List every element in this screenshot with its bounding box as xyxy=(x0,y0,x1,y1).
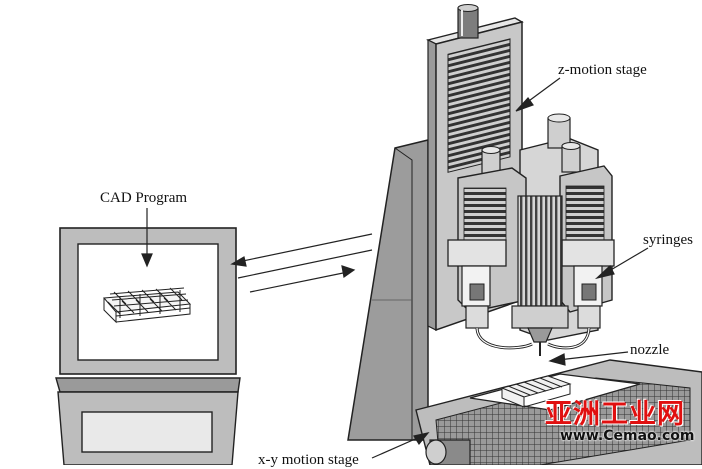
z-motion-stage-label: z-motion stage xyxy=(558,62,647,78)
drive-bay xyxy=(81,411,213,453)
monitor-stand xyxy=(55,377,241,393)
cad-pointer-arrow xyxy=(141,208,153,268)
z-stage-pointer xyxy=(515,77,561,112)
cad-program-label: CAD Program xyxy=(100,190,188,206)
nozzle-label: nozzle xyxy=(630,342,670,358)
nozzle-pointer xyxy=(548,351,629,366)
syringe-assembly xyxy=(447,113,615,356)
data-transfer-arrows xyxy=(230,233,373,293)
xy-motion-stage-label: x-y motion stage xyxy=(258,452,359,468)
watermark-url-text: www.Cemao.com xyxy=(560,428,695,444)
syringes-label: syringes xyxy=(643,232,693,248)
printer-column xyxy=(347,139,429,441)
xy-motion-stage xyxy=(415,359,702,465)
watermark-logo-text: 亚洲工业网 xyxy=(545,399,685,430)
cad-scaffold-model xyxy=(102,287,192,324)
xy-stage-pointer xyxy=(371,432,430,459)
syringes-pointer xyxy=(594,247,649,280)
